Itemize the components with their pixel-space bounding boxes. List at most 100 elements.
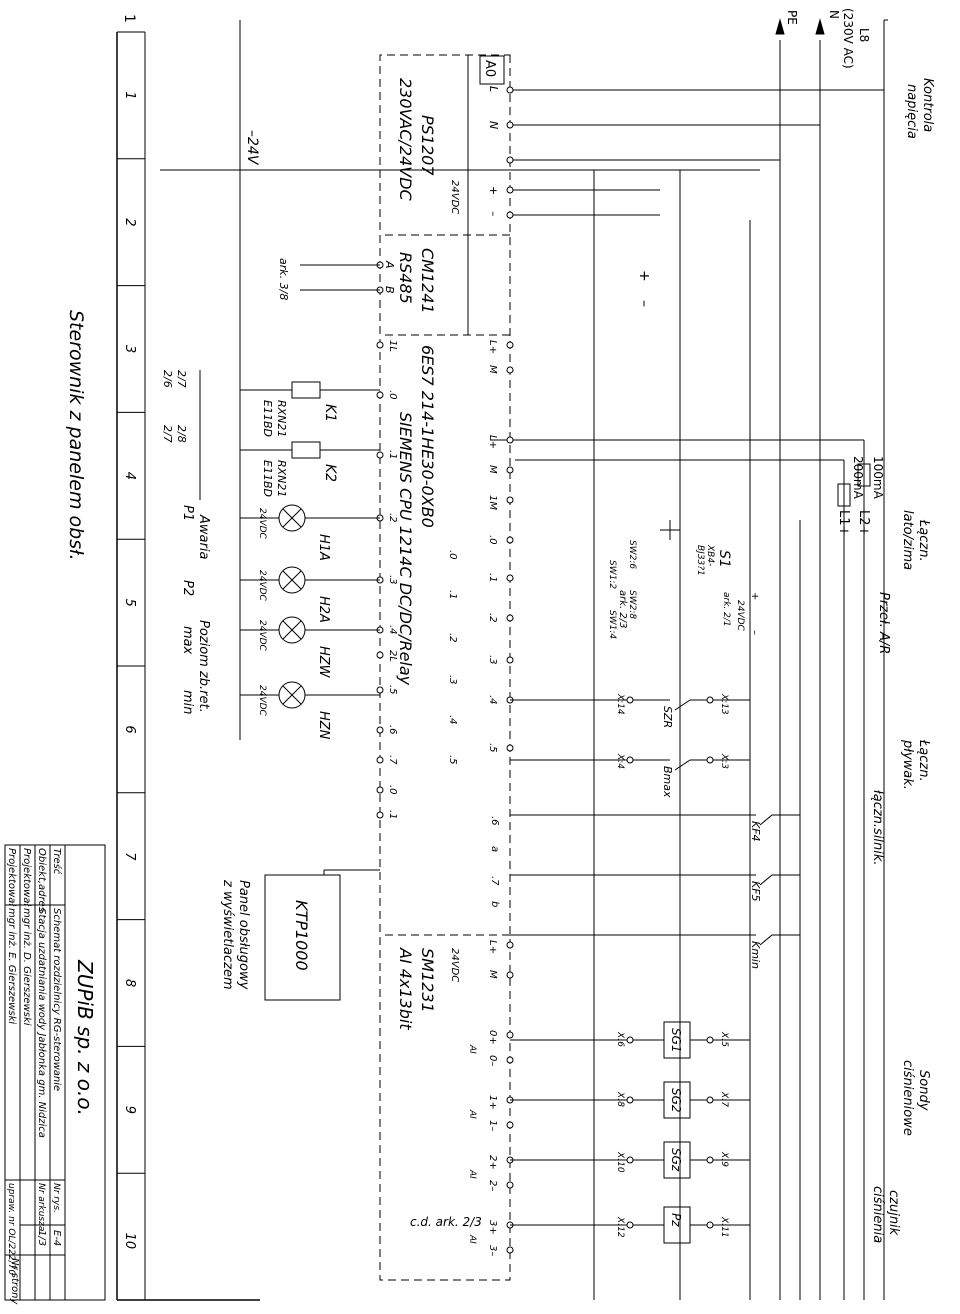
- column-label-7: 7: [122, 852, 137, 861]
- module-tag: A0: [482, 60, 497, 77]
- s1-ref: ark. 2/3: [617, 590, 628, 628]
- sensor-terminal: [706, 1096, 714, 1104]
- cpu-output-terminal: [376, 686, 384, 694]
- switch-blade: [759, 874, 773, 886]
- contact-ref: 2/8: [175, 425, 188, 443]
- cpu-terminals: 1L.0.1.2.3.42L.5.6.7.0.1L+ML+M1M.0.1.2.3…: [376, 340, 514, 907]
- switch-kf5: KF5: [749, 881, 762, 902]
- s1-label: S1: [716, 550, 732, 568]
- contact-ref: 2/7: [175, 370, 188, 388]
- column-label-10: 10: [122, 1233, 137, 1250]
- column-label-9: 9: [122, 1106, 137, 1114]
- cpu-input-label: .1: [487, 573, 498, 583]
- przel-label: Przeł. A/R: [876, 592, 891, 654]
- column-label-6: 6: [122, 725, 137, 733]
- switch-terminal: [706, 696, 714, 704]
- cpu-input-terminal: [506, 656, 514, 664]
- lacz-lz-1: Łączn.: [916, 519, 931, 562]
- sm-terminal: [506, 1121, 514, 1129]
- tb-value: mgr inż. D. Gierszewski: [21, 908, 32, 1026]
- lacz-lz-2: lato/zima: [900, 510, 915, 570]
- cpu-extra-label: b: [489, 901, 500, 907]
- tb-label: Projektował: [21, 848, 32, 907]
- ps-terminal: [506, 86, 514, 94]
- cpu-input-label: .3: [487, 655, 498, 665]
- s1-type: BJ33?1: [695, 545, 705, 576]
- sm-pin-label: 1–: [487, 1120, 498, 1131]
- lacz-plyw-1: Łączn.: [916, 739, 931, 782]
- s1-type: XB4-: [705, 544, 715, 566]
- cpu-output-label: .7: [387, 755, 398, 765]
- cpu-output-terminal: [376, 726, 384, 734]
- lacz-silnik: łączn.silnik.: [870, 790, 885, 866]
- sensor-terminal: [626, 1156, 634, 1164]
- sm-pin-label: 0+: [487, 1030, 498, 1045]
- cpu-output-terminal: [376, 341, 384, 349]
- s1-pin: SW2:8: [627, 590, 637, 619]
- tb-label: Projektował: [6, 848, 17, 907]
- sm-pin-label: M: [487, 970, 498, 979]
- lamp-text-min: min: [180, 690, 195, 715]
- lacz-plyw-2: pływak.: [900, 739, 915, 790]
- cpu-output-label: .6: [387, 725, 398, 735]
- cpu-output-terminal: [376, 811, 384, 819]
- s1-pin: SW1:4: [607, 610, 617, 639]
- cpu-output-label: .5: [387, 685, 398, 695]
- cpu-output-terminal: [376, 451, 384, 459]
- cpu-power-terminal: [506, 341, 514, 349]
- s1-pin: SW2:6: [627, 540, 637, 569]
- relay-k1-label: K1: [322, 404, 338, 422]
- fuse-100ma: 100mA: [871, 456, 885, 500]
- pe-label: PE: [785, 10, 799, 25]
- sensor-terminal: [626, 1036, 634, 1044]
- s1-sup: ark. 2/1: [721, 592, 731, 627]
- cpu-output-label: 1L: [387, 340, 398, 352]
- cpu-extra-label: a: [489, 846, 500, 852]
- switch-blade: [759, 814, 773, 826]
- ktp-desc-2: z wyświetlaczem: [220, 879, 235, 990]
- s1-sup: –: [749, 630, 760, 635]
- sm-ai-label: AI: [467, 1169, 477, 1179]
- plc-frame: [379, 54, 511, 1281]
- s1-pin: SW1:2: [607, 560, 617, 589]
- ps-volt: 230VAC/24VDC: [396, 78, 415, 202]
- x-bot: X:14: [615, 693, 625, 715]
- tb-label: Treść: [51, 848, 63, 875]
- column-label-2: 2: [122, 218, 137, 226]
- sm-terminal: [506, 971, 514, 979]
- ps-name: PS1207: [418, 115, 437, 176]
- cpu-input-terminal: [506, 614, 514, 622]
- switch-blade: [674, 759, 691, 771]
- page-label: Nr strony: [9, 1258, 20, 1305]
- sm-terminal: [506, 1031, 514, 1039]
- column-label-5: 5: [122, 599, 137, 607]
- sensor-x-bot: X:6: [615, 1031, 625, 1047]
- lamp-text-max: max: [180, 626, 195, 655]
- sm-pin-label: 2–: [487, 1180, 498, 1191]
- lamp-cross: [282, 508, 302, 528]
- ps-terminal: [506, 121, 514, 129]
- switch-kmin: Kmin: [749, 941, 762, 969]
- cpu-output-label: 2L: [387, 650, 398, 662]
- relay-type: E11BD: [261, 460, 274, 497]
- cpu-power-label: L+: [487, 435, 498, 449]
- sheet-title: Sterownik z panelem obsł.: [65, 310, 87, 561]
- sensor-terminal: [706, 1036, 714, 1044]
- cpu-output-terminal: [376, 651, 384, 659]
- sm-pin-label: 0–: [487, 1055, 498, 1066]
- neutral-label: N: [827, 10, 841, 19]
- tb-label2: Nr arkusza: [36, 1183, 46, 1231]
- lamp-HZW: HZW: [316, 646, 331, 679]
- ps-terminal: [506, 211, 514, 219]
- feed-l8-label: L8: [857, 28, 871, 42]
- lamp-text-awaria: Awaria: [196, 514, 211, 559]
- ps-terminal: [506, 156, 514, 164]
- tb-value: Schemat rozdzielnicy RG-sterowanie: [51, 908, 62, 1091]
- cpu-output-label: .0: [387, 390, 398, 400]
- switch-terminal: [626, 756, 634, 764]
- cpu-output-terminal: [376, 756, 384, 764]
- sm-ai-label: AI: [467, 1109, 477, 1119]
- cpu-extra-label: .6: [489, 816, 500, 826]
- fuse-200ma: 200mA: [851, 456, 865, 500]
